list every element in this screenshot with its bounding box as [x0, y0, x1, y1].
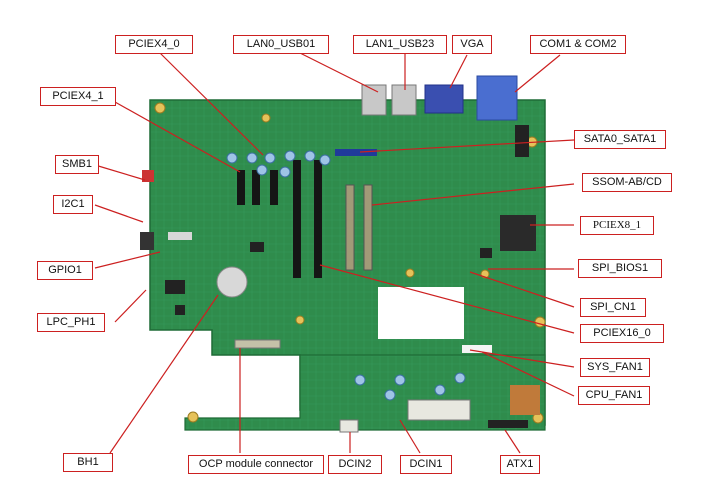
label-com1-com2: COM1 & COM2	[530, 35, 626, 54]
dcin1-connector	[407, 399, 471, 421]
lan1-usb-connector	[391, 84, 417, 116]
pin-headers	[142, 170, 154, 182]
label-sata0-sata1: SATA0_SATA1	[574, 130, 666, 149]
ic-chip	[480, 248, 492, 258]
ic-chip	[140, 232, 154, 250]
ocp-connector	[234, 339, 281, 349]
label-sys-fan1: SYS_FAN1	[580, 358, 650, 377]
leader-lines	[94, 52, 575, 454]
fan-headers	[462, 345, 492, 353]
label-lan0-usb01: LAN0_USB01	[233, 35, 329, 54]
pcb-lower-extension	[184, 354, 546, 431]
battery	[216, 266, 248, 298]
label-lan1-usb23: LAN1_USB23	[353, 35, 447, 54]
ic-chip	[165, 280, 185, 294]
label-dcin1: DCIN1	[400, 455, 452, 474]
board-cutout	[378, 287, 464, 339]
label-gpio1: GPIO1	[37, 261, 93, 280]
label-vga: VGA	[452, 35, 492, 54]
label-smb1: SMB1	[55, 155, 99, 174]
com-connector	[476, 75, 518, 121]
label-dcin2: DCIN2	[328, 455, 382, 474]
label-ssom-ab-cd: SSOM-AB/CD	[582, 173, 672, 192]
label-pciex16-0: PCIEX16_0	[580, 324, 664, 343]
header-block	[515, 125, 529, 157]
switch-block	[168, 232, 192, 240]
buzzer	[175, 305, 185, 315]
label-spi-cn1: SPI_CN1	[580, 298, 646, 317]
ssom-connectors	[345, 184, 373, 271]
ic-chip	[250, 242, 264, 252]
label-atx1: ATX1	[500, 455, 540, 474]
atx-connector	[488, 420, 528, 428]
label-cpu-fan1: CPU_FAN1	[578, 386, 650, 405]
capacitors	[226, 150, 466, 401]
dcin2-connector	[339, 419, 359, 433]
label-i2c1: I2C1	[53, 195, 93, 214]
label-pciex8-1: PCIEX8_1	[580, 216, 654, 235]
sata-connectors	[335, 149, 377, 156]
atx-header	[510, 385, 540, 415]
label-ocp-module-connector: OCP module connector	[188, 455, 324, 474]
vga-connector	[424, 84, 464, 114]
pcie-slots	[237, 160, 322, 278]
label-spi-bios1: SPI_BIOS1	[578, 259, 662, 278]
label-bh1: BH1	[63, 453, 113, 472]
cpu-chip	[500, 215, 536, 251]
label-lpc-ph1: LPC_PH1	[37, 313, 105, 332]
label-pciex4-1: PCIEX4_1	[40, 87, 116, 106]
label-pciex4-0: PCIEX4_0	[115, 35, 193, 54]
